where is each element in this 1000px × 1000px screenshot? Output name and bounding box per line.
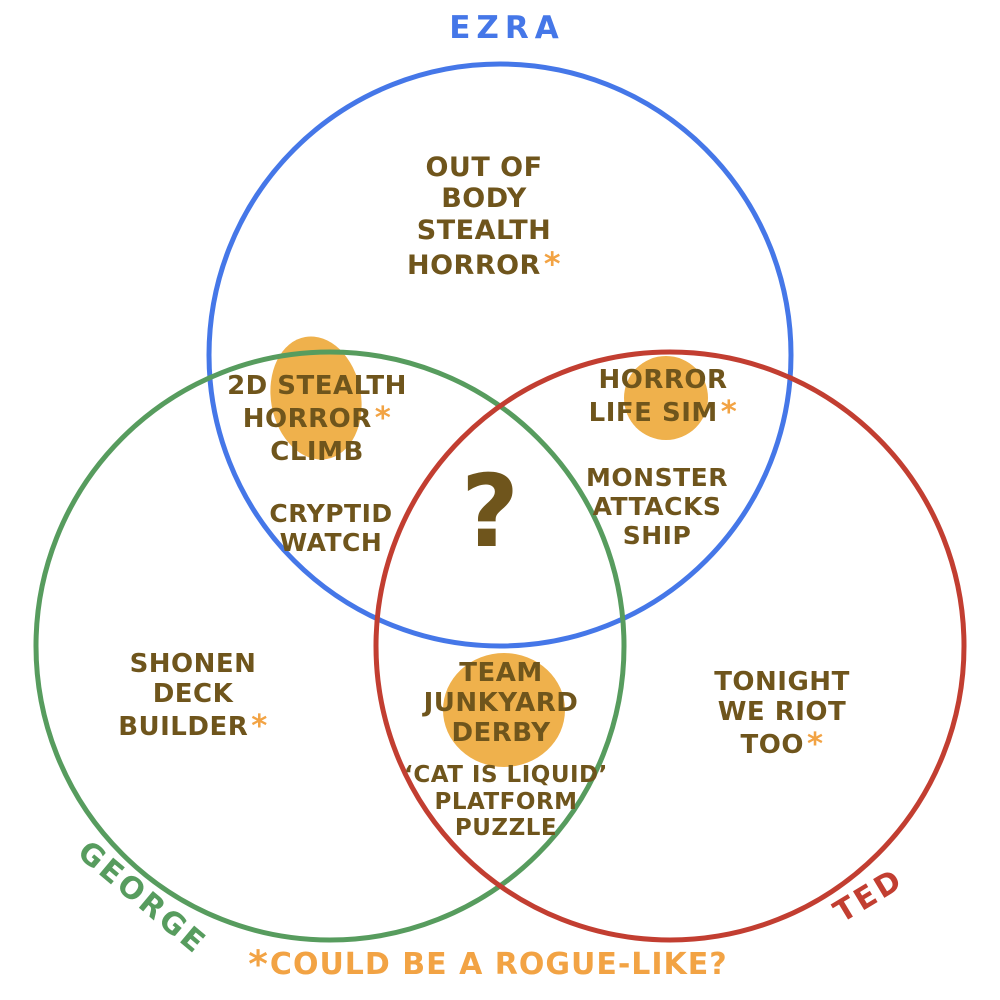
ted-circle (373, 349, 967, 943)
label-line: CRYPTID (269, 499, 393, 528)
region-label-out-of-body-stealth-horror: OUT OF BODY STEALTH HORROR* (407, 152, 561, 283)
center-question-mark: ? (460, 453, 520, 570)
region-label-cryptid-watch: CRYPTID WATCH (269, 499, 392, 557)
label-line: HORROR* (406, 244, 562, 283)
asterisk-icon: * (806, 727, 824, 763)
label-line: ‘CAT IS LIQUID’ (404, 762, 608, 788)
label-line: DERBY (451, 718, 551, 749)
label-line: WATCH (279, 528, 383, 557)
asterisk-icon: * (251, 709, 268, 745)
label-text: BUILDER (118, 712, 249, 743)
label-line: OUT OF (425, 152, 543, 183)
label-line: TEAM (459, 658, 543, 688)
footnote-text: COULD BE A ROGUE-LIKE? (269, 947, 728, 982)
highlight-blob-junkyard (443, 653, 565, 767)
label-line: CLIMB (270, 436, 364, 467)
label-line: BODY (441, 183, 527, 215)
george-circle (33, 349, 627, 943)
highlight-blob-life-sim (624, 356, 708, 440)
region-label-2d-stealth-horror-climb: 2D STEALTH HORROR* CLIMB (227, 371, 407, 467)
label-text: HORROR (406, 249, 541, 281)
label-line: LIFE SIM* (589, 395, 738, 431)
label-line: BUILDER* (118, 709, 268, 745)
asterisk-icon: * (543, 244, 562, 283)
asterisk-icon: * (248, 942, 269, 986)
region-label-tonight-we-riot-too: TONIGHT WE RIOT TOO* (714, 667, 850, 763)
set-label-ezra: EZRA (449, 10, 565, 46)
label-line: SHONEN (129, 649, 257, 679)
label-line: MONSTER (586, 463, 728, 492)
label-text: HORROR (242, 404, 372, 435)
label-line: WE RIOT (717, 697, 847, 728)
label-line: TONIGHT (714, 667, 850, 697)
label-text: LIFE SIM (588, 398, 718, 429)
asterisk-icon: * (720, 395, 738, 431)
label-line: HORROR* (227, 401, 407, 437)
label-line: PLATFORM (434, 788, 578, 815)
label-line: ATTACKS (592, 492, 722, 521)
region-label-horror-life-sim: HORROR LIFE SIM* (589, 365, 738, 431)
label-line: HORROR (598, 365, 728, 395)
label-line: TOO* (714, 727, 850, 763)
label-line: PUZZLE (454, 815, 558, 842)
ezra-circle (206, 61, 794, 649)
label-line: 2D STEALTH (227, 371, 407, 401)
label-line: DECK (152, 679, 234, 710)
label-line: STEALTH (416, 214, 552, 246)
label-line: SHIP (622, 521, 692, 550)
asterisk-icon: * (374, 401, 392, 437)
region-label-cat-is-liquid-platform-puzzle: ‘CAT IS LIQUID’ PLATFORM PUZZLE (404, 762, 608, 842)
region-label-monster-attacks-ship: MONSTER ATTACKS SHIP (586, 463, 728, 550)
label-text: TOO (740, 730, 804, 761)
label-line: JUNKYARD (423, 688, 579, 719)
region-label-shonen-deck-builder: SHONEN DECK BUILDER* (118, 649, 268, 745)
region-label-team-junkyard-derby: TEAM JUNKYARD DERBY (424, 658, 579, 748)
footnote: *COULD BE A ROGUE-LIKE? (248, 942, 727, 986)
